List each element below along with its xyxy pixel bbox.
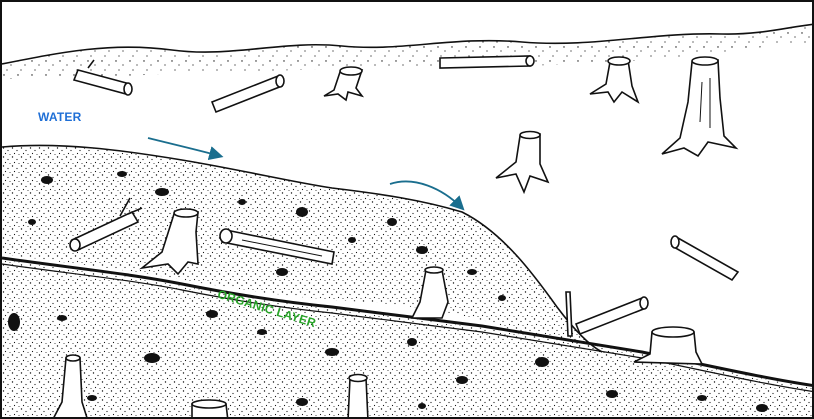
log-icon bbox=[440, 56, 534, 68]
log-icon bbox=[212, 75, 284, 112]
tree-stump-icon bbox=[348, 375, 368, 419]
arrow-icon bbox=[148, 138, 220, 156]
tree-stump-icon bbox=[496, 132, 548, 193]
water-label: WATER bbox=[38, 110, 81, 124]
tree-stump-icon bbox=[590, 57, 638, 102]
tree-stump-icon bbox=[662, 57, 736, 156]
log-icon bbox=[566, 292, 572, 336]
tree-stump-icon bbox=[324, 67, 362, 100]
tree-stump-icon bbox=[192, 400, 228, 419]
log-icon bbox=[671, 236, 738, 280]
tree-stump-icon bbox=[634, 327, 702, 364]
log-icon bbox=[576, 297, 648, 334]
